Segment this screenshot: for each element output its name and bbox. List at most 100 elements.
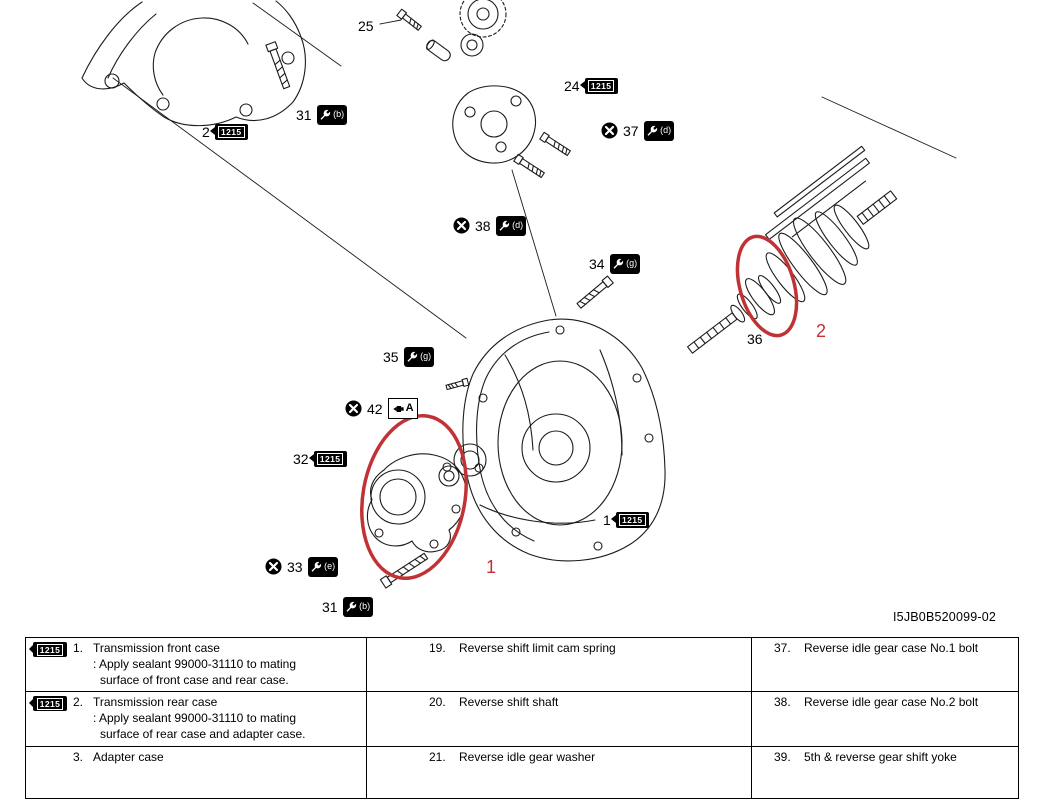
grease-a-icon: A — [387, 398, 418, 419]
bracket-art — [452, 85, 537, 164]
non-reusable-icon — [453, 217, 470, 234]
bolt-art — [379, 552, 429, 589]
sealant-1215-badge: 1215 — [29, 696, 67, 712]
wrench-icon: (e) — [307, 556, 338, 577]
red-highlight-ellipse-2 — [735, 234, 799, 338]
part-index: 37. — [774, 641, 791, 655]
part-index: 21. — [429, 749, 446, 764]
part-name: Reverse idle gear case No.2 bolt — [804, 695, 979, 710]
part-index: 3. — [73, 749, 84, 764]
wrench-icon: (g) — [403, 346, 434, 367]
bolt-art — [576, 275, 614, 309]
sealant-1215-badge: 1215 — [29, 642, 67, 657]
callout-31-upper: 31(b) — [296, 104, 347, 125]
part-cell: 21. Reverse idle gear washer — [366, 745, 752, 799]
part-number: 37 — [623, 122, 639, 139]
sealant-1215-badge: 1215 — [579, 77, 618, 94]
bolt-art — [539, 131, 571, 157]
part-index: 19. — [429, 641, 446, 655]
service-manual-page: { "diagram": { "ref_code": "I5JB0B520099… — [25, 0, 1019, 799]
part-name: Transmission rear case: Apply sealant 99… — [93, 695, 306, 742]
non-reusable-icon — [601, 122, 618, 139]
callout-36: 36 — [747, 328, 763, 349]
pin-art — [426, 39, 451, 62]
part-cell: 1215 1. Transmission front case: Apply sea… — [25, 636, 367, 693]
part-number: 24 — [564, 77, 580, 94]
part-number: 2 — [202, 123, 210, 140]
part-index: 38. — [774, 695, 791, 710]
bolt-art — [265, 41, 291, 90]
part-index: 2. — [73, 695, 84, 710]
parts-table: 1215 1. Transmission front case: Apply sea… — [25, 636, 1019, 799]
wrench-icon: (g) — [609, 253, 640, 274]
part-name: 5th & reverse gear shift yoke — [804, 749, 957, 764]
part-number: 38 — [475, 217, 491, 234]
part-cell: 38. Reverse idle gear case No.2 bolt — [751, 691, 1019, 747]
bolt-art — [396, 8, 422, 31]
part-index: 39. — [774, 749, 791, 764]
part-cell: 39. 5th & reverse gear shift yoke — [751, 745, 1019, 799]
sealant-1215-badge: 1215 — [610, 511, 649, 528]
wrench-icon: (d) — [643, 120, 674, 141]
part-number: 34 — [589, 255, 605, 272]
non-reusable-icon — [345, 400, 362, 417]
part-number: 36 — [747, 330, 763, 347]
callout-31-lower: 31(b) — [322, 596, 373, 617]
bolt-art — [513, 153, 545, 179]
part-number: 35 — [383, 348, 399, 365]
part-index: 1. — [73, 641, 84, 655]
red-callout-number: 2 — [816, 320, 827, 341]
part-name: Reverse shift shaft — [459, 695, 559, 710]
wrench-icon: (b) — [316, 104, 347, 125]
parts-table-body: 1215 1. Transmission front case: Apply sea… — [25, 636, 1019, 799]
part-cell: 19. Reverse shift limit cam spring — [366, 636, 752, 693]
part-name: Reverse shift limit cam spring — [459, 641, 616, 655]
red-callout-number: 1 — [486, 556, 497, 577]
part-name: Adapter case — [93, 749, 164, 764]
part-cell: 20. Reverse shift shaft — [366, 691, 752, 747]
parts-table-row: 1215 1. Transmission front case: Apply sea… — [25, 636, 1019, 693]
part-index: 20. — [429, 695, 446, 710]
part-cell: 37. Reverse idle gear case No.1 bolt — [751, 636, 1019, 693]
non-reusable-icon — [265, 558, 282, 575]
part-cell: 3. Adapter case — [25, 745, 367, 799]
part-name: Reverse idle gear case No.1 bolt — [804, 641, 979, 655]
wrench-icon: (b) — [342, 596, 373, 617]
part-number: 31 — [322, 598, 338, 615]
diagram-line-art — [81, 0, 957, 589]
red-highlight-ellipse-1 — [360, 414, 468, 580]
sealant-1215-badge: 1215 — [209, 123, 248, 140]
callout-37: 37(d) — [601, 120, 674, 141]
callout-25: 25 — [358, 15, 374, 36]
bearing-rings-art — [438, 443, 487, 487]
part-number: 31 — [296, 106, 312, 123]
parts-table-row: 3. Adapter case 21. Reverse idle gear washe… — [25, 745, 1019, 799]
red-label-1: 1 — [486, 556, 496, 577]
parts-table-row: 1215 2. Transmission rear case: Apply seal… — [25, 691, 1019, 747]
part-number: 32 — [293, 450, 309, 467]
part-number: 33 — [287, 558, 303, 575]
part-number: 42 — [367, 400, 383, 417]
figure-ref-code: I5JB0B520099-02 — [893, 610, 997, 624]
part-name: Transmission front case: Apply sealant 9… — [93, 641, 297, 687]
gear-shaft-assembly-art — [687, 145, 898, 354]
extension-housing-art — [366, 453, 467, 553]
sealant-1215-badge: 1215 — [308, 450, 347, 467]
wrench-icon: (d) — [495, 215, 526, 236]
callout-35: 35(g) — [383, 346, 434, 367]
callout-38: 38(d) — [453, 215, 526, 236]
part-number: 1 — [603, 511, 611, 528]
gear-art — [459, 0, 507, 57]
bolt-art — [445, 377, 470, 391]
callout-33: 33(e) — [265, 556, 338, 577]
part-name: Reverse idle gear washer — [459, 749, 596, 764]
callout-34: 34(g) — [589, 253, 640, 274]
part-number: 25 — [358, 17, 374, 34]
part-cell: 1215 2. Transmission rear case: Apply seal… — [25, 691, 367, 747]
